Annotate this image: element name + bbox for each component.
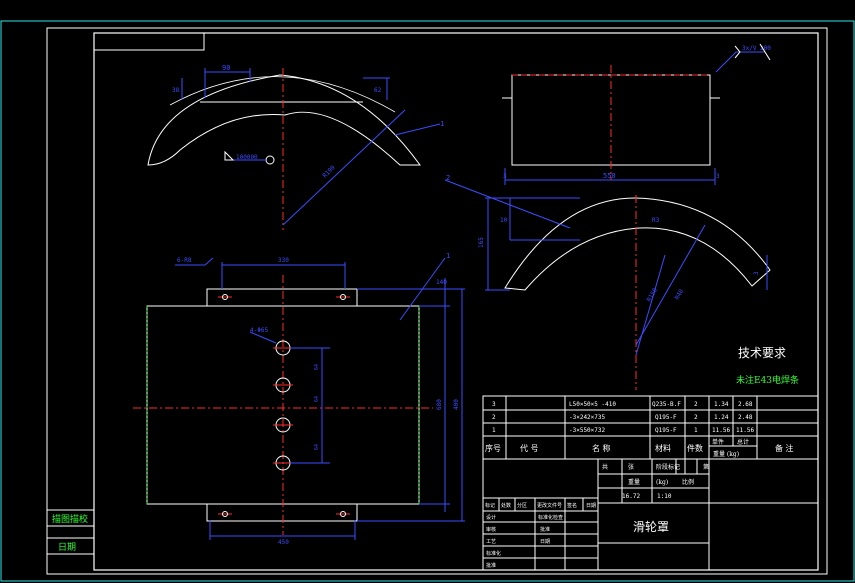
left-box-label-1: 描图描校 (52, 513, 88, 525)
tb-role-note-1: 标准化检查 (538, 514, 563, 521)
tb-rev-label-6: 日期 (586, 503, 596, 509)
top-view: 330 6-R8 450 400 680 140 64 64 64 4-Φ65 … (133, 252, 465, 546)
bom-row-2-name: -3×242×735 (569, 414, 606, 421)
detail-dim-left: 10 (500, 217, 508, 224)
front-dim-top: 90 (222, 64, 230, 72)
tb-rev-label-1: 标记 (485, 502, 495, 509)
detail-dim-r-outer: R40 (674, 288, 686, 301)
bom-header-total: 总计 (737, 438, 749, 446)
bom-row-1-total: 11.56 (736, 427, 754, 434)
sheet-frame-border (46, 27, 828, 575)
tb-role-1: 设计 (486, 514, 496, 521)
bom-row-3-name: L50×50×5 -410 (569, 401, 616, 408)
title-block (482, 458, 819, 571)
top-dim-pitch-2: 64 (314, 396, 320, 402)
tech-title: 技术要求 (738, 346, 786, 360)
detail-dim-r-inner: R150 (646, 287, 659, 303)
code-box-top-left (93, 32, 205, 51)
bom-row-2-total: 2.48 (738, 414, 753, 421)
tb-role-4: 标准化 (486, 550, 501, 557)
tb-rev-label-2: 处数 (501, 502, 511, 509)
tb-role-note-3: 日期 (540, 539, 550, 545)
top-dim-overall: 400 (453, 399, 460, 410)
tb-sheet-label-3: 第 (703, 463, 709, 471)
top-dim-bottom: 450 (278, 539, 289, 546)
top-hole-leader: 4-Φ65 (250, 327, 268, 334)
bom-row-1-single: 11.56 (712, 427, 730, 434)
bom-row-2-qty: 2 (694, 414, 698, 421)
tb-rev-label-4: 更改文件号 (537, 502, 562, 509)
tb-scale-label: 比例 (682, 478, 694, 486)
tb-role-2: 审核 (486, 526, 496, 533)
drawing-area-border (93, 32, 819, 571)
tb-weight-label: 重量 (628, 478, 640, 486)
bom-header-no: 序号 (485, 443, 501, 453)
bom-header: 序号 代 号 名 称 材料 件数 单件 总计 重量 (kg) 备 注 (485, 438, 794, 458)
bom-row-2-material: Q195-F (655, 414, 677, 421)
front-dim-right: 62 (374, 87, 382, 94)
bom-header-code: 代 号 (520, 443, 539, 453)
bom-row-3-total: 2.68 (738, 401, 753, 408)
top-dim-pitch-1: 64 (314, 364, 320, 370)
detail-view: 165 10 2 R150 R40 R3 3 (444, 174, 771, 390)
top-dim-pitch-3: 64 (314, 444, 320, 450)
bom-row-2-no: 2 (492, 414, 496, 421)
title-block-text: 阶段标记 重量 (kg) 比例 16.72 1:10 共 张 第 滑轮罩 标记 … (485, 463, 709, 569)
front-roughness: 100000 (236, 154, 258, 161)
tb-drawing-name: 滑轮罩 (633, 520, 669, 534)
tb-role-note-2: 批准 (540, 526, 550, 533)
side-view: 550 3 3 3x/V 200 (502, 43, 771, 185)
tb-weight-unit: (kg) (656, 479, 668, 486)
side-dim-right: 3 (716, 173, 720, 180)
top-dim-width: 330 (278, 257, 289, 264)
tb-rev-label-5: 签名 (567, 502, 577, 509)
bom-header-single: 单件 (712, 438, 724, 446)
detail-dim-r-small: R3 (652, 217, 660, 224)
top-dim-lug: 140 (436, 279, 447, 286)
front-part-no: 1 (440, 120, 444, 128)
side-dim-left: 3 (503, 173, 507, 180)
bom-row-3-single: 1.34 (714, 401, 729, 408)
tb-stage-label: 阶段标记 (656, 463, 680, 471)
tb-role-3: 工艺 (486, 539, 496, 545)
tech-note: 未注E43电焊条 (736, 374, 799, 386)
bom-row-1-no: 1 (492, 427, 496, 434)
bom-row-3-qty: 2 (694, 401, 698, 408)
front-dim-left: 38 (172, 87, 180, 94)
bom-row-2-single: 1.24 (714, 414, 729, 421)
tb-sheet-label-1: 共 (602, 463, 608, 471)
left-side-boxes: 描图描校 日期 (46, 509, 95, 555)
bom-row-1-qty: 1 (694, 427, 698, 434)
tb-weight-value: 16.72 (622, 493, 640, 500)
side-dim-width: 550 (603, 172, 616, 180)
bom-rows: 3 L50×50×5 -410 Q235-B.F 2 1.34 2.68 2 -… (492, 401, 754, 434)
top-dim-plate: 680 (436, 399, 443, 410)
front-view: 90 38 62 R190 1 100000 (147, 64, 444, 230)
bom-row-3-no: 3 (492, 401, 496, 408)
tb-role-5: 批准 (486, 562, 496, 569)
side-weld-symbol: 3x/V 200 (742, 45, 771, 52)
detail-dim-height: 165 (478, 237, 485, 248)
technical-requirements: 技术要求 未注E43电焊条 (736, 346, 799, 386)
front-dim-radius: R190 (321, 164, 336, 179)
bom-row-1-name: -3×550×732 (569, 427, 606, 434)
left-box-label-2: 日期 (58, 542, 76, 553)
detail-part-no: 2 (446, 174, 450, 182)
bom-header-material: 材料 (655, 443, 671, 453)
bom-header-remark: 备 注 (775, 443, 794, 453)
detail-dim-thk: 3 (753, 271, 760, 275)
bom-row-3-material: Q235-B.F (652, 401, 681, 408)
tb-rev-label-3: 分区 (517, 502, 527, 509)
bom-header-weight: 重量 (kg) (713, 450, 739, 458)
tb-sheet-label-2: 张 (628, 463, 634, 471)
bom-row-1-material: Q195-F (655, 427, 677, 434)
tb-scale-value: 1:10 (657, 493, 672, 500)
sheet-outer-border (0, 20, 855, 582)
top-leader-r8: 6-R8 (177, 257, 192, 264)
bom-header-qty: 件数 (687, 443, 703, 453)
top-part-no: 1 (446, 252, 450, 260)
bom-header-name: 名 称 (592, 443, 611, 453)
